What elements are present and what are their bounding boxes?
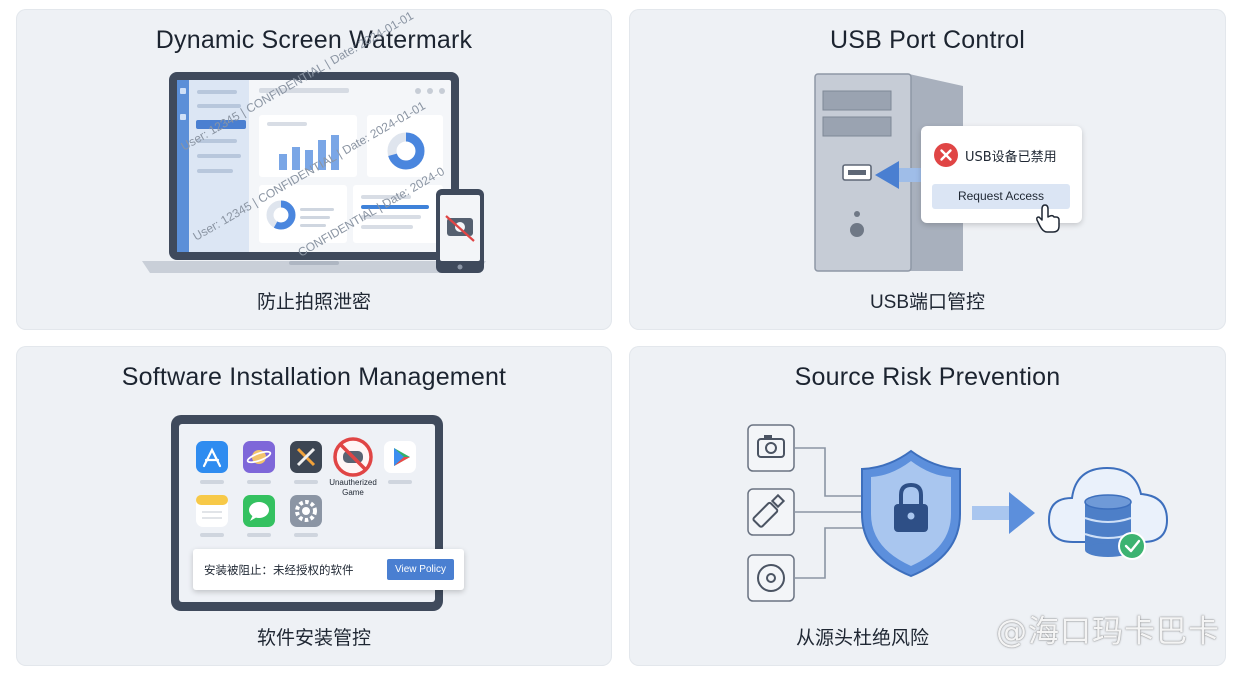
blocked-game-icon [333,437,373,477]
card-title: Software Installation Management [121,363,507,391]
card-subtitle: USB端口管控 [869,292,986,313]
install-blocked-dialog: 安装被阻止：未经授权的软件 View Policy [193,549,464,590]
messages-app-icon [243,495,275,527]
card-title: USB Port Control [830,26,1025,54]
usb-disabled-popup: USB设备已禁用 Request Access [921,126,1082,223]
card-source-risk: Source Risk Prevention [629,346,1226,666]
tablet-illustration [171,415,443,611]
card-title: Source Risk Prevention [794,363,1061,391]
risk-prevention-diagram [747,424,1169,602]
check-icon [1118,532,1146,560]
usb-drive-icon [747,488,795,536]
tools-app-icon [290,441,322,473]
play-store-icon [384,441,416,473]
card-software-install: Software Installation Management [16,346,612,666]
settings-app-icon [290,495,322,527]
notes-app-icon [196,495,228,527]
error-x-icon [934,143,958,167]
laptop-illustration: User: 12345 | CONFIDENTIAL | Date: 2024-… [142,8,486,273]
hand-cursor-icon [1036,204,1060,233]
app-store-icon [196,441,228,473]
cloud-database-icon [1047,466,1169,557]
blocked-app-label: Unautherized Game [329,478,377,497]
view-policy-button[interactable]: View Policy [387,559,454,580]
camera-blocked-icon [445,215,475,242]
card-subtitle: 软件安装管控 [256,628,371,649]
brand-watermark: @海口玛卡巴卡 [996,614,1220,650]
camera-icon [747,424,795,472]
blocked-message: 安装被阻止：未经授权的软件 [204,563,354,577]
card-subtitle: 从源头杜绝风险 [795,628,929,649]
disc-icon [747,554,795,602]
card-usb-control: USB Port Control USB设备已禁用 Request Access [629,9,1226,330]
arrow-right-icon [972,492,1035,534]
usb-status-text: USB设备已禁用 [965,150,1057,165]
card-subtitle: 防止拍照泄密 [256,292,371,313]
card-screen-watermark: Dynamic Screen Watermark [16,8,612,330]
shield-lock-icon [861,449,961,578]
planet-app-icon [243,441,275,473]
card-title: Dynamic Screen Watermark [155,26,473,54]
usb-port-icon [842,164,872,181]
